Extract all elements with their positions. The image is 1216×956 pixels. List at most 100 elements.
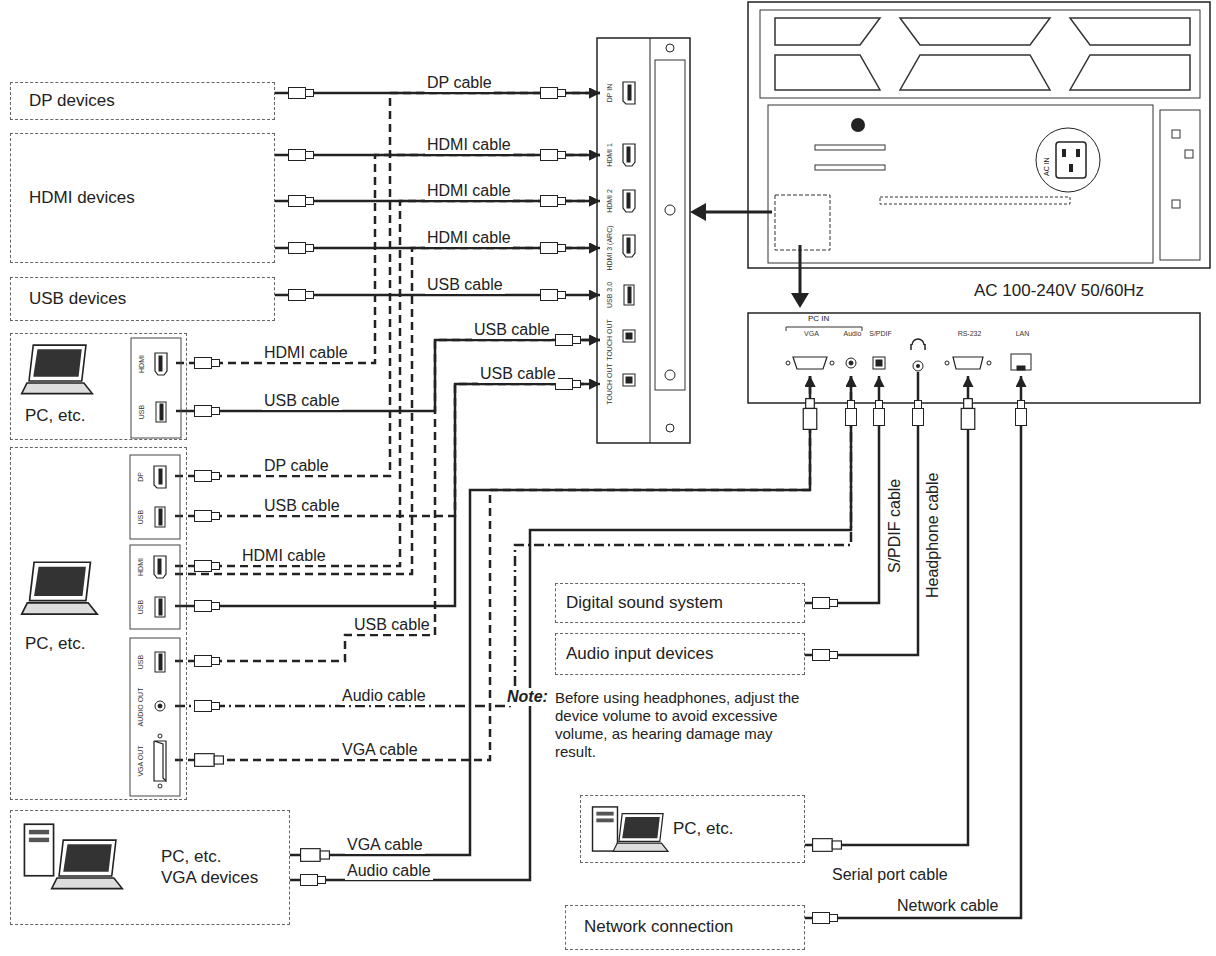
cable-plug	[541, 88, 566, 99]
port-strip	[130, 638, 180, 796]
port: Audio	[839, 330, 866, 376]
port-label: USB	[137, 510, 144, 524]
vga-screw	[158, 734, 162, 738]
cable-plug	[195, 561, 220, 572]
vga-screw	[786, 361, 790, 365]
cable-plug	[195, 358, 220, 369]
cable-plug	[961, 399, 975, 430]
cable-label: USB cable	[262, 497, 342, 515]
cable-plug	[289, 196, 314, 207]
device-box: PC, etc.	[580, 795, 805, 863]
cable	[175, 340, 600, 661]
port: USB	[132, 389, 176, 435]
port: DP	[131, 458, 175, 496]
note-heading: Note:	[505, 688, 550, 706]
port: VGA	[784, 330, 839, 376]
cable	[290, 376, 851, 880]
port: USB 3.0	[600, 274, 644, 316]
device-box: Audio input devices	[555, 633, 805, 675]
cable-label: USB cable	[262, 392, 342, 410]
cable-label: USB cable	[352, 616, 432, 634]
port-label: TOUCH OUT	[606, 363, 613, 404]
usb-port-tongue	[160, 404, 163, 420]
serial-port	[953, 357, 983, 369]
hdmi-port-tongue	[158, 559, 161, 574]
laptop-icon	[613, 814, 668, 852]
frame	[760, 10, 1200, 98]
device-box: DP devices	[10, 82, 275, 120]
serial-screw	[987, 361, 991, 365]
cable	[175, 384, 600, 606]
laptop-icon	[22, 345, 93, 394]
port: S/PDIF	[865, 330, 896, 376]
hdmi-port	[155, 353, 167, 375]
port: TOUCH OUT	[600, 360, 644, 407]
usb-port	[156, 402, 166, 422]
port-label: S/PDIF	[865, 330, 896, 337]
cable-plug	[195, 601, 220, 612]
device-box: Network connection	[565, 905, 805, 950]
screw	[666, 44, 674, 52]
usb-port	[155, 652, 165, 672]
cable-plug	[541, 290, 566, 301]
ac-inlet-callout	[1036, 128, 1100, 192]
cable	[805, 376, 1021, 918]
cable-plug	[846, 401, 857, 426]
hdmi-port-tongue	[627, 193, 630, 208]
hdmi-port	[623, 144, 635, 166]
device-name: Audio input devices	[566, 644, 713, 664]
cable-plug	[195, 511, 220, 522]
port-label: HDMI 2	[606, 189, 613, 213]
tower-icon	[593, 807, 618, 851]
device-box: USB devices	[10, 277, 275, 321]
device-box: PC, etc. VGA devices	[10, 810, 290, 925]
annotation: AC 100-240V 50/60Hz	[972, 282, 1146, 301]
vga-port-shell	[154, 741, 166, 781]
cable	[290, 376, 810, 855]
cable-label: DP cable	[262, 457, 331, 475]
screw	[666, 424, 674, 432]
cable-label: S/PDIF cable	[886, 477, 904, 575]
headphone-jack	[913, 361, 923, 371]
port-label: HDMI	[138, 355, 145, 373]
dp-port	[154, 466, 166, 488]
device-name: Digital sound system	[566, 593, 723, 613]
panel-bracket	[655, 60, 685, 390]
frame-struts	[775, 18, 1190, 90]
audio-jack	[846, 358, 856, 368]
port-label: DP IN	[606, 84, 613, 103]
cable-plug	[541, 196, 566, 207]
port: HDMI 2	[600, 178, 644, 224]
usb-port	[155, 507, 165, 527]
headphone-symbol	[911, 339, 925, 350]
hdmi-port	[623, 235, 635, 257]
device-box: HDMI devices	[10, 133, 275, 263]
screw	[665, 370, 675, 380]
cable	[175, 384, 600, 516]
port: VGA OUT	[131, 730, 175, 792]
port-label: USB 3.0	[606, 282, 613, 308]
cable-plug	[301, 849, 330, 862]
cable-label: USB cable	[425, 276, 505, 294]
port-label: HDMI	[137, 558, 144, 576]
lan-port	[1011, 354, 1031, 370]
device-box: PC, etc.HDMIUSB	[10, 333, 187, 440]
cable-plug	[289, 88, 314, 99]
port: USB	[131, 643, 175, 681]
usb-port-tongue	[159, 599, 162, 615]
cable-label: HDMI cable	[425, 229, 513, 247]
cable-plug	[195, 754, 224, 767]
port-label: DP	[137, 472, 144, 482]
cable-plug	[195, 406, 220, 417]
device-name: HDMI devices	[29, 188, 135, 208]
cable-plug	[813, 598, 838, 609]
cable	[175, 248, 600, 574]
dp-port-tongue	[159, 469, 162, 484]
cable	[175, 93, 600, 476]
cable-plug	[289, 150, 314, 161]
cable-label: HDMI cable	[425, 182, 513, 200]
usb-b-port-tongue	[626, 333, 632, 339]
audio-jack	[158, 704, 162, 708]
cable-plug	[195, 471, 220, 482]
port-label: TOUCH OUT	[606, 319, 613, 360]
